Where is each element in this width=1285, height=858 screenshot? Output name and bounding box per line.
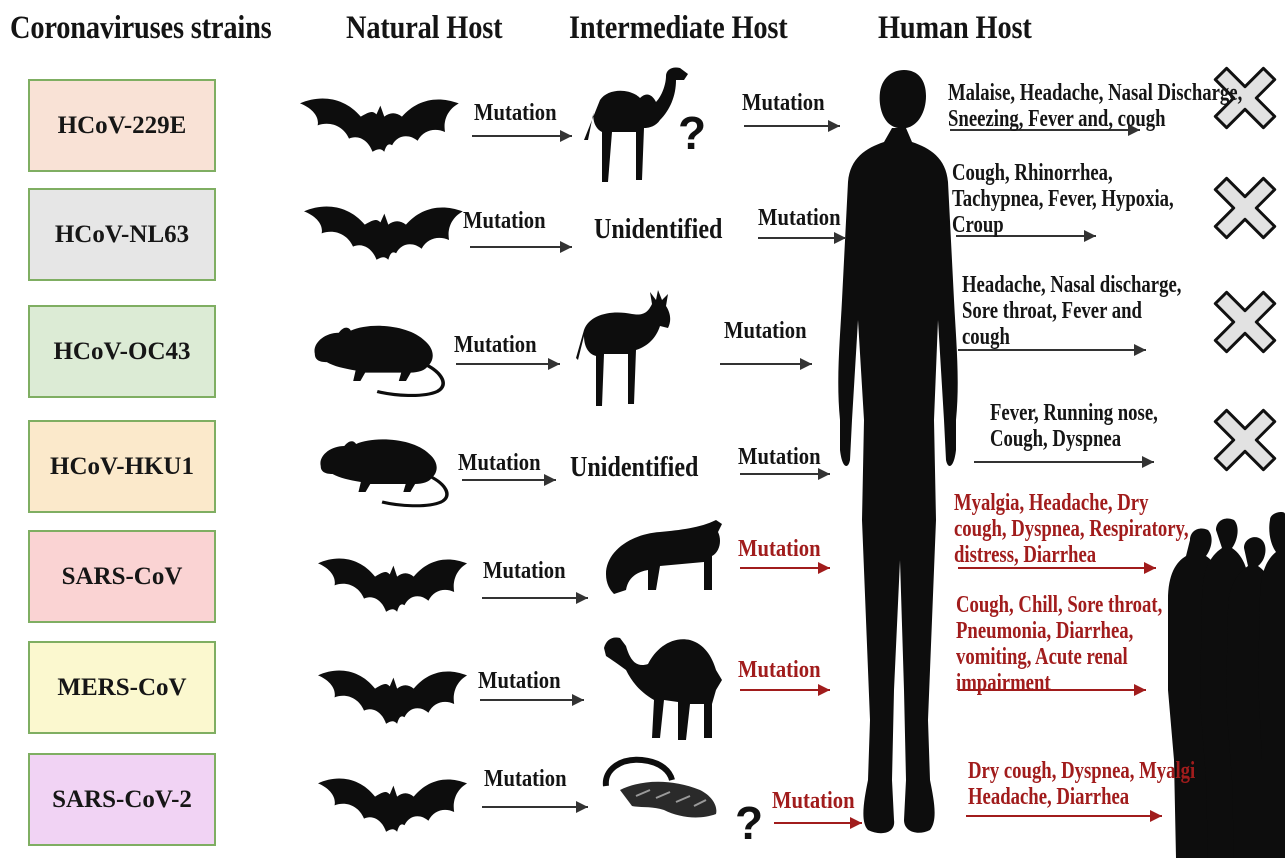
mutation-label: Mutation [463, 208, 546, 235]
symptom-line: Sneezing, Fever and, cough [948, 106, 1242, 132]
mutation-label: Mutation [738, 536, 821, 563]
symptoms-229e: Malaise, Headache, Nasal Discharge, Snee… [948, 80, 1242, 132]
bat-icon [318, 670, 467, 723]
symptom-line: Headache, Nasal discharge, [962, 272, 1181, 298]
symptom-line: Tachypnea, Fever, Hypoxia, [952, 186, 1174, 212]
mutation-label: Mutation [478, 668, 561, 695]
bat-icon [318, 558, 467, 611]
unidentified-label: Unidentified [594, 214, 722, 246]
bat-icon [304, 206, 463, 259]
symptom-line: cough, Dyspnea, Respiratory, [954, 516, 1189, 542]
symptoms-oc43: Headache, Nasal discharge, Sore throat, … [962, 272, 1181, 350]
symptom-line: impairment [956, 670, 1162, 696]
symptom-line: cough [962, 324, 1181, 350]
cross-icon [1197, 160, 1285, 256]
rodent-icon [320, 439, 447, 505]
camel-icon [584, 67, 688, 182]
symptoms-nl63: Cough, Rhinorrhea, Tachypnea, Fever, Hyp… [952, 160, 1174, 238]
symptom-line: Cough, Chill, Sore throat, [956, 592, 1162, 618]
bat-icon [300, 98, 459, 151]
unidentified-label: Unidentified [570, 452, 698, 484]
mutation-label: Mutation [724, 318, 807, 345]
symptom-line: Pneumonia, Diarrhea, [956, 618, 1162, 644]
symptom-line: Cough, Rhinorrhea, [952, 160, 1174, 186]
symptom-line: Malaise, Headache, Nasal Discharge, [948, 80, 1242, 106]
mutation-label: Mutation [758, 205, 841, 232]
question-mark: ? [735, 796, 763, 850]
mutation-label: Mutation [454, 332, 537, 359]
symptoms-sars-cov: Myalgia, Headache, Dry cough, Dyspnea, R… [954, 490, 1189, 568]
symptom-line: Cough, Dyspnea [990, 426, 1158, 452]
bat-icon [318, 778, 467, 831]
symptoms-hku1: Fever, Running nose, Cough, Dyspnea [990, 400, 1158, 452]
mutation-label: Mutation [483, 558, 566, 585]
pangolin-icon [606, 760, 717, 818]
human-silhouette-icon [838, 70, 957, 833]
mutation-label: Mutation [738, 657, 821, 684]
cross-icon [1197, 392, 1285, 488]
cross-icon [1197, 274, 1285, 370]
symptom-line: distress, Diarrhea [954, 542, 1189, 568]
symptoms-sars-cov-2: Dry cough, Dyspnea, Myalgi Headache, Dia… [968, 758, 1195, 810]
question-mark: ? [678, 106, 706, 160]
symptom-line: Fever, Running nose, [990, 400, 1158, 426]
symptom-line: Myalgia, Headache, Dry [954, 490, 1189, 516]
mutation-label: Mutation [484, 766, 567, 793]
symptom-line: Sore throat, Fever and [962, 298, 1181, 324]
mutation-label: Mutation [738, 444, 821, 471]
dromedary-icon [604, 637, 722, 740]
deer-icon [576, 290, 670, 406]
civet-icon [606, 520, 722, 594]
symptoms-mers-cov: Cough, Chill, Sore throat, Pneumonia, Di… [956, 592, 1162, 696]
mutation-label: Mutation [474, 100, 557, 127]
mutation-label: Mutation [458, 450, 541, 477]
symptom-line: vomiting, Acute renal [956, 644, 1162, 670]
symptom-line: Headache, Diarrhea [968, 784, 1195, 810]
rodent-icon [314, 326, 443, 396]
symptom-line: Dry cough, Dyspnea, Myalgi [968, 758, 1195, 784]
symptom-line: Croup [952, 212, 1174, 238]
mutation-label: Mutation [772, 788, 855, 815]
mutation-label: Mutation [742, 90, 825, 117]
